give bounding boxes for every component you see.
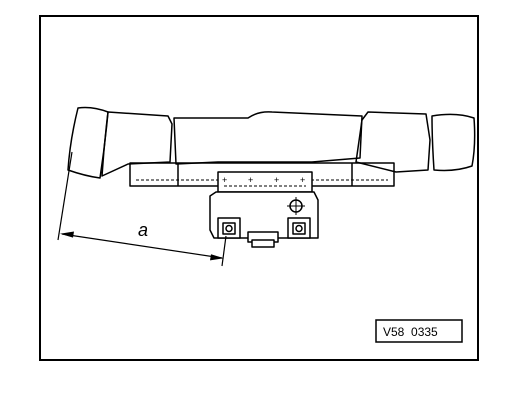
terminal-marks: + + + +: [222, 175, 305, 185]
terminal-mark: +: [300, 175, 305, 185]
terminal-mark: +: [222, 175, 227, 185]
dimension-label: a: [138, 220, 148, 240]
arrowhead-left: [60, 231, 74, 238]
dimension-line: [61, 233, 223, 259]
extension-line-right: [221, 235, 227, 267]
reference-code-box: V58 0335: [375, 319, 463, 343]
right-terminal-bolt: [295, 224, 303, 233]
arrowhead-right: [210, 254, 224, 261]
right-terminal-screw: [292, 222, 306, 235]
figure-frame: [39, 15, 479, 361]
left-end-cap: [67, 106, 109, 179]
reference-code: V58 0335: [383, 325, 438, 339]
center-bumper-segment: [173, 111, 363, 165]
left-terminal-screw: [222, 222, 236, 235]
control-unit: [209, 171, 319, 248]
right-bumper-segment: [355, 111, 431, 173]
left-terminal: [217, 217, 241, 239]
unit-top-plate: [217, 171, 313, 193]
reference-code-frame: [375, 319, 463, 343]
terminal-mark: +: [274, 175, 279, 185]
unit-connector-plug: [251, 239, 275, 248]
extension-line-left: [57, 151, 73, 241]
right-end-cap: [431, 113, 476, 172]
right-terminal: [287, 217, 311, 239]
dimension-a: a: [57, 151, 227, 267]
left-bumper-segment: [101, 111, 173, 177]
terminal-mark: +: [248, 175, 253, 185]
left-terminal-bolt: [225, 224, 233, 233]
